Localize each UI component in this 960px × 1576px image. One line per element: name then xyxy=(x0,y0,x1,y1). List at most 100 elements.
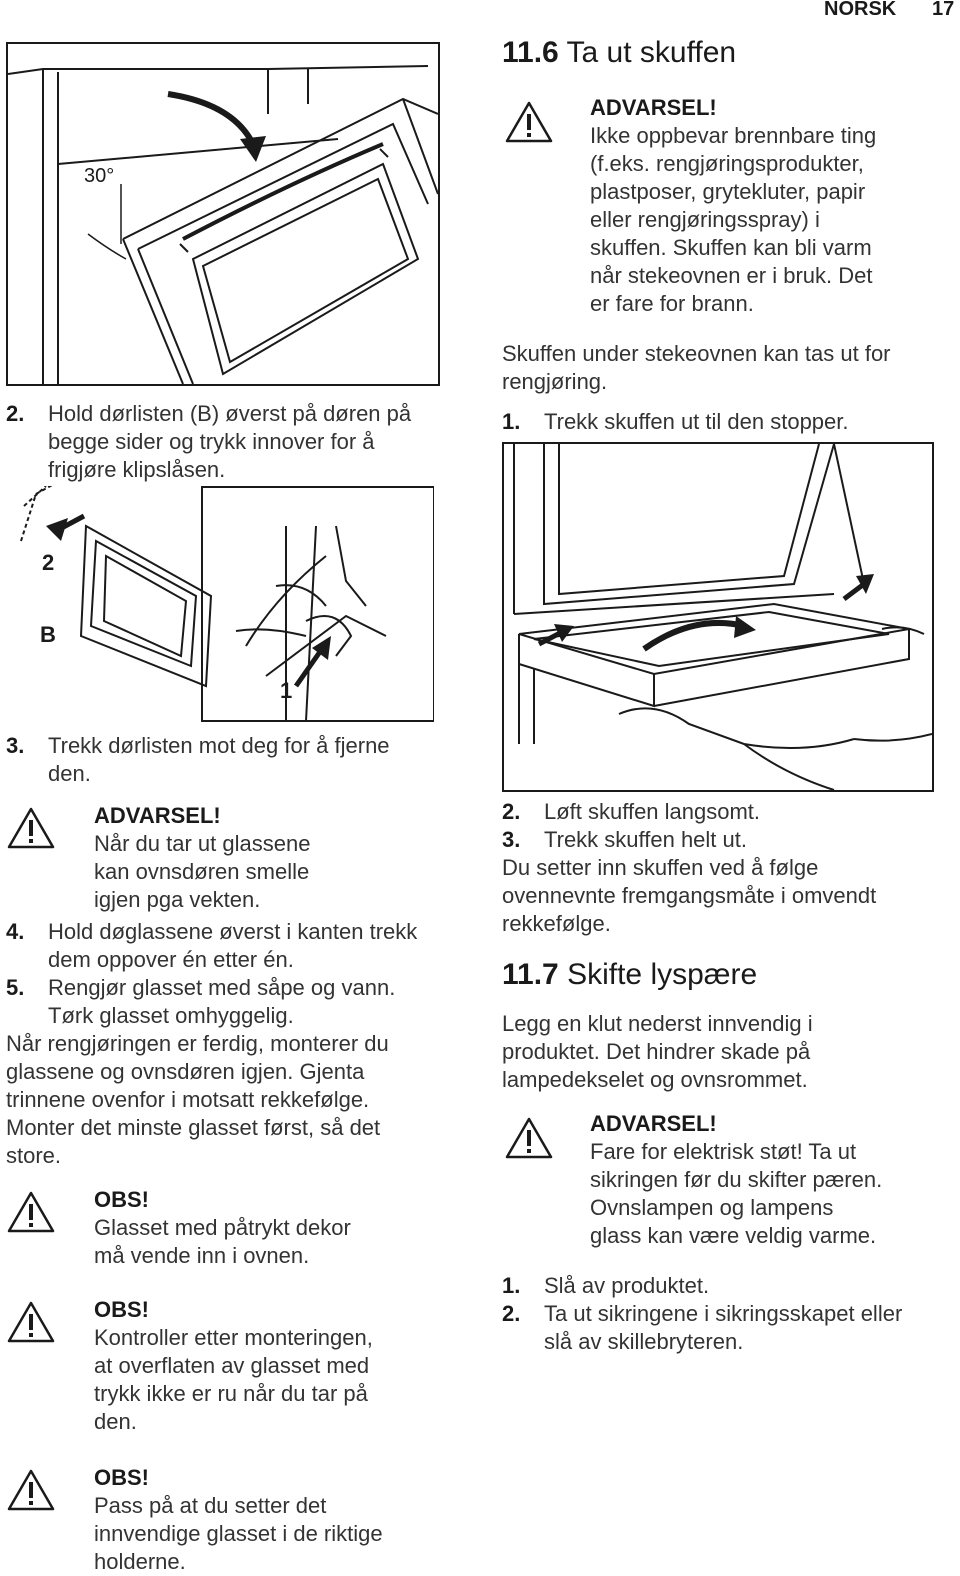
section-heading-11-7: 11.7 Skifte lyspære xyxy=(502,958,757,992)
step-text-line: Hold døglassene øverst i kanten trekk xyxy=(48,919,418,944)
figure-door-tilt: 30° xyxy=(6,42,440,386)
warning-icon xyxy=(504,1116,554,1160)
section-number: 11.7 xyxy=(502,958,559,991)
obs-line: innvendige glasset i de riktige xyxy=(94,1521,383,1546)
obs-line: Glasset med påtrykt dekor xyxy=(94,1215,351,1240)
door-trim-illustration: 2 B 1 xyxy=(20,486,434,722)
obs-block-2: OBS! Kontroller etter monteringen, at ov… xyxy=(94,1296,454,1436)
step-text-line: slå av skillebryteren. xyxy=(544,1329,744,1354)
warning-line: Ikke oppbevar brennbare ting xyxy=(590,123,877,148)
obs-block-3: OBS! Pass på at du setter det innvendige… xyxy=(94,1464,454,1576)
language-label: NORSK xyxy=(824,0,897,20)
reinsert-paragraph: Du setter inn skuffen ved å følge ovenne… xyxy=(502,854,952,938)
step-text-line: Ta ut sikringene i sikringsskapet eller xyxy=(544,1301,903,1326)
reassembly-paragraph: Når rengjøringen er ferdig, monterer du … xyxy=(6,1030,456,1170)
obs-line: Kontroller etter monteringen, xyxy=(94,1325,373,1350)
warning-line: Når du tar ut glassene xyxy=(94,831,311,856)
step-number: 1. xyxy=(502,409,521,434)
paragraph-line: Du setter inn skuffen ved å følge xyxy=(502,855,819,880)
paragraph-line: rekkefølge. xyxy=(502,911,611,936)
step-number: 1. xyxy=(502,1273,521,1298)
warning-line: sikringen før du skifter pæren. xyxy=(590,1167,883,1192)
warning-line: er fare for brann. xyxy=(590,291,754,316)
obs-title: OBS! xyxy=(94,1465,149,1490)
obs-line: Pass på at du setter det xyxy=(94,1493,327,1518)
obs-line: må vende inn i ovnen. xyxy=(94,1243,310,1268)
step-number: 2. xyxy=(502,799,521,824)
intro-line: lampedekselet og ovnsrommet. xyxy=(502,1067,808,1092)
warning-line: plastposer, grytekluter, papir xyxy=(590,179,866,204)
paragraph-line: ovennevnte fremgangsmåte i omvendt xyxy=(502,883,877,908)
step-number: 3. xyxy=(502,827,521,852)
warning-line: igjen pga vekten. xyxy=(94,887,261,912)
step-number: 2. xyxy=(502,1301,521,1326)
warning-icon xyxy=(6,806,56,850)
label-2: 2 xyxy=(42,550,54,575)
intro-line: Legg en klut nederst innvendig i xyxy=(502,1011,813,1036)
lamp-intro: Legg en klut nederst innvendig i produkt… xyxy=(502,1010,952,1094)
page-number: 17 xyxy=(932,0,955,20)
warning-line: kan ovnsdøren smelle xyxy=(94,859,310,884)
drawer-intro: Skuffen under stekeovnen kan tas ut for … xyxy=(502,340,952,396)
warning-line: når stekeovnen er i bruk. Det xyxy=(590,263,873,288)
obs-line: at overflaten av glasset med xyxy=(94,1353,370,1378)
caution-icon xyxy=(6,1300,56,1344)
caution-icon xyxy=(6,1468,56,1512)
label-1: 1 xyxy=(280,678,292,703)
warning-icon xyxy=(504,100,554,144)
section-heading-11-6: 11.6 Ta ut skuffen xyxy=(502,36,736,70)
obs-title: OBS! xyxy=(94,1187,149,1212)
paragraph-line: store. xyxy=(6,1143,62,1168)
step-text-line: Trekk dørlisten mot deg for å fjerne xyxy=(48,733,390,758)
warning-block-drawer: ADVARSEL! Ikke oppbevar brennbare ting (… xyxy=(590,94,950,318)
step-text-line: begge sider og trykk innover for å xyxy=(48,429,375,454)
step-number: 2. xyxy=(6,401,25,426)
warning-title: ADVARSEL! xyxy=(590,95,717,120)
caution-icon xyxy=(6,1190,56,1234)
warning-title: ADVARSEL! xyxy=(590,1111,717,1136)
warning-line: Fare for elektrisk støt! Ta ut xyxy=(590,1139,857,1164)
warning-line: skuffen. Skuffen kan bli varm xyxy=(590,235,872,260)
intro-line: Skuffen under stekeovnen kan tas ut for xyxy=(502,341,891,366)
warning-line: Ovnslampen og lampens xyxy=(590,1195,834,1220)
warning-line: (f.eks. rengjøringsprodukter, xyxy=(590,151,864,176)
step-text-line: frigjøre klipslåsen. xyxy=(48,457,226,482)
warning-block-lamp: ADVARSEL! Fare for elektrisk støt! Ta ut… xyxy=(590,1110,950,1250)
step-text: Løft skuffen langsomt. xyxy=(544,799,761,824)
figure-drawer xyxy=(502,442,934,792)
obs-line: holderne. xyxy=(94,1549,186,1574)
intro-line: produktet. Det hindrer skade på xyxy=(502,1039,811,1064)
step-text-line: Rengjør glasset med såpe og vann. xyxy=(48,975,396,1000)
obs-line: trykk ikke er ru når du tar på xyxy=(94,1381,368,1406)
angle-label: 30° xyxy=(84,165,114,187)
section-number: 11.6 xyxy=(502,36,559,69)
obs-block-1: OBS! Glasset med påtrykt dekor må vende … xyxy=(94,1186,434,1270)
step-text-line: dem oppover én etter én. xyxy=(48,947,294,972)
figure-door-trim: 2 B 1 xyxy=(6,486,434,722)
step-text-line: den. xyxy=(48,761,91,786)
intro-line: rengjøring. xyxy=(502,369,608,394)
step-text-line: Tørk glasset omhyggelig. xyxy=(48,1003,294,1028)
obs-title: OBS! xyxy=(94,1297,149,1322)
step-text: Trekk skuffen helt ut. xyxy=(544,827,747,852)
paragraph-line: Monter det minste glasset først, så det xyxy=(6,1115,381,1140)
paragraph-line: Når rengjøringen er ferdig, monterer du xyxy=(6,1031,389,1056)
warning-line: eller rengjøringsspray) i xyxy=(590,207,820,232)
step-number: 5. xyxy=(6,975,25,1000)
warning-title: ADVARSEL! xyxy=(94,803,221,828)
step-text: Trekk skuffen ut til den stopper. xyxy=(544,409,849,434)
warning-block: ADVARSEL! Når du tar ut glassene kan ovn… xyxy=(94,802,434,914)
drawer-illustration xyxy=(513,444,932,790)
step-text-line: Hold dørlisten (B) øverst på døren på xyxy=(48,401,412,426)
obs-line: den. xyxy=(94,1409,137,1434)
section-title: Skifte lyspære xyxy=(567,958,758,991)
step-number: 4. xyxy=(6,919,25,944)
step-text: Slå av produktet. xyxy=(544,1273,710,1298)
section-title: Ta ut skuffen xyxy=(566,36,737,69)
paragraph-line: glassene og ovnsdøren igjen. Gjenta xyxy=(6,1059,365,1084)
warning-line: glass kan være veldig varme. xyxy=(590,1223,877,1248)
label-b: B xyxy=(40,622,56,647)
paragraph-line: trinnene ovenfor i motsatt rekkefølge. xyxy=(6,1087,370,1112)
step-number: 3. xyxy=(6,733,25,758)
door-tilt-illustration: 30° xyxy=(8,65,438,384)
